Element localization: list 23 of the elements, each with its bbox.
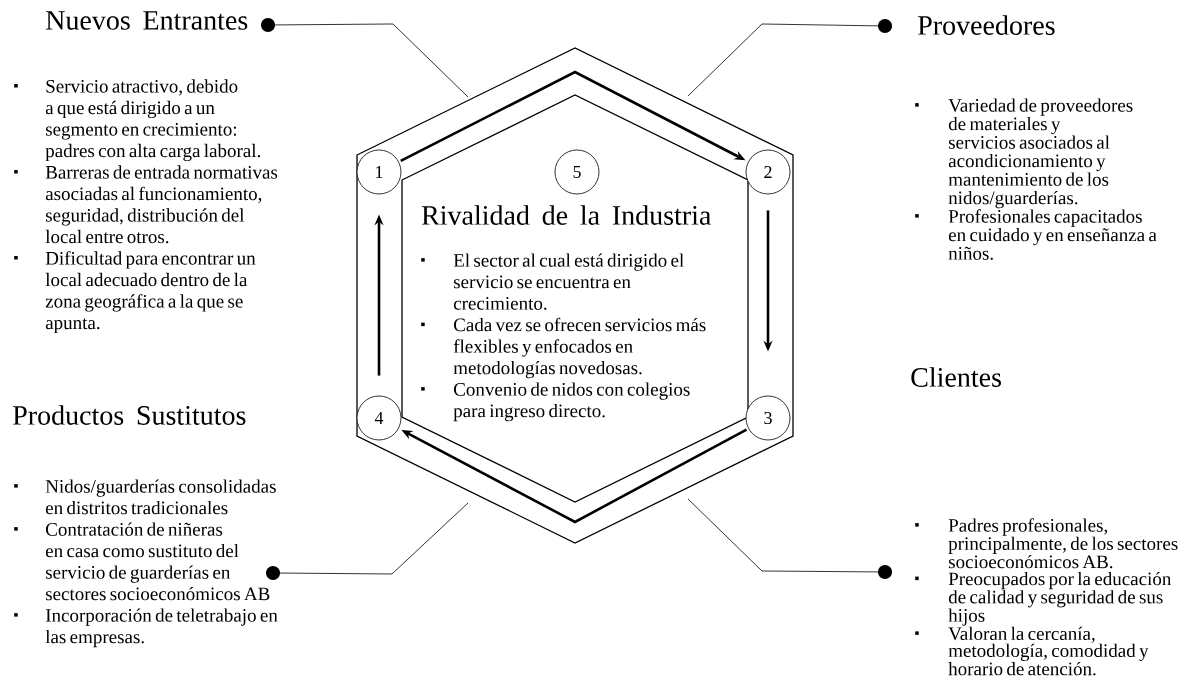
bullet-item: Barreras de entrada normativas asociadas al funcionamiento, seguridad, distribución del local entre otros. (14, 165, 278, 244)
bullet-item: Valoran la cercanía, metodología, comodidad y horario de atención. (915, 626, 1149, 676)
heading: Clientes (911, 367, 1001, 387)
leader-line (261, 18, 469, 98)
leader-line (687, 19, 892, 97)
bullet-item: Preocupados por la educación de calidad y seguridad de sus hijos (915, 571, 1172, 626)
bullet-item: Dificultad para encontrar un local adecuado dentro de la zona geográfica a la que se apunta. (14, 251, 256, 334)
heading: Rivalidad de la Industria (421, 205, 711, 225)
bullet-item: Variedad de proveedores de materiales y servicios asociados al acondicionamiento y mantenimiento de los nidos/guarderías. (915, 98, 1133, 209)
bullet-item: El sector al cual está dirigido el servicio se encuentra en crecimiento. (421, 253, 684, 310)
heading: Productos Sustitutos (13, 405, 246, 425)
bullet-item: Incorporación de teletrabajo en las empresas. (14, 608, 278, 648)
heading: Nuevos Entrantes (46, 11, 248, 30)
bullet-item: Cada vez se ofrecen servicios más flexibles y enfocados en metodologías novedosas. (421, 317, 706, 379)
leader-line (687, 498, 892, 579)
heading: Proveedores (918, 15, 1055, 35)
bullet-item: Contratación de niñeras en casa como sustituto del servicio de guarderías en sectores socioeconómicos AB (14, 522, 270, 601)
bullet-item: Padres profesionales, principalmente, de los sectores socioeconómicos AB. (915, 518, 1178, 569)
bullet-item: Nidos/guarderías consolidadas en distritos tradicionales (14, 479, 276, 515)
bullet-item: Profesionales capacitados en cuidado y en enseñanza a niños. (915, 209, 1157, 260)
bullet-item: Convenio de nidos con colegios para ingreso directo. (421, 382, 690, 422)
leader-line (266, 502, 469, 580)
bullet-item: Servicio atractivo, debido a que está dirigido a un segmento en crecimiento: padres con alta carga laboral. (14, 79, 261, 162)
